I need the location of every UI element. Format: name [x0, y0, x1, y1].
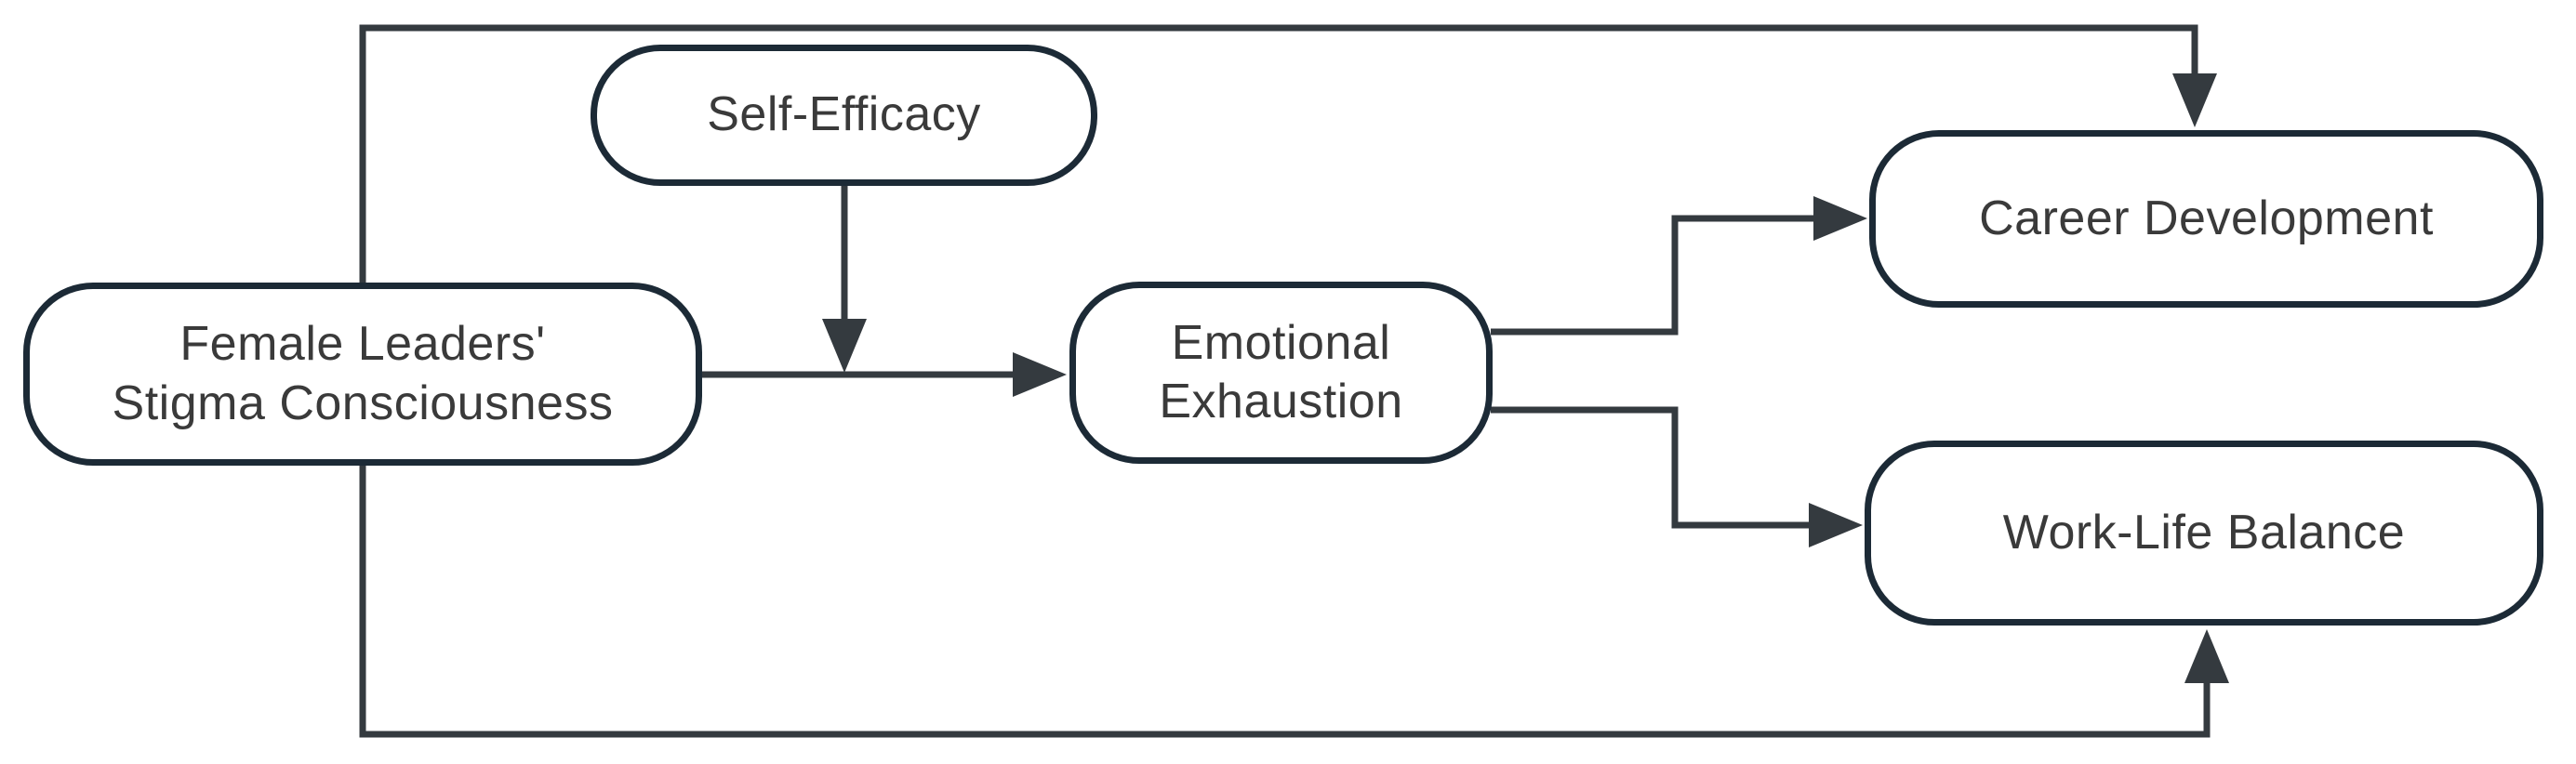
arrowhead-down-icon	[822, 319, 867, 373]
edge-emotional-to-career	[1491, 196, 1867, 336]
node-emotional-exhaustion: Emotional Exhaustion	[1069, 282, 1493, 464]
node-female-stigma-consciousness: Female Leaders' Stigma Consciousness	[23, 283, 702, 466]
node-label: Work-Life Balance	[2002, 505, 2406, 560]
node-self-efficacy: Self-Efficacy	[591, 45, 1097, 186]
edge-female-stigma-to-worklife	[359, 464, 2229, 738]
arrowhead-down-icon	[2172, 73, 2217, 127]
edge-female-stigma-to-career	[359, 24, 2217, 284]
arrowhead-up-icon	[2184, 629, 2229, 683]
node-career-development: Career Development	[1869, 130, 2543, 308]
node-label: Self-Efficacy	[707, 87, 981, 142]
edge-female-stigma-to-emotional	[700, 352, 1067, 397]
arrowhead-right-icon	[1813, 196, 1867, 241]
edge-self-efficacy-moderation	[822, 184, 867, 373]
node-work-life-balance: Work-Life Balance	[1865, 441, 2543, 626]
node-label-line1: Female Leaders'	[179, 317, 546, 372]
edge-emotional-to-worklife	[1491, 406, 1863, 547]
arrowhead-right-icon	[1013, 352, 1067, 397]
edge-line	[1491, 406, 1812, 529]
node-label-line2: Stigma Consciousness	[112, 375, 614, 430]
node-label-line1: Emotional	[1171, 315, 1391, 370]
node-label: Career Development	[1979, 191, 2434, 245]
edge-line	[359, 464, 2211, 738]
node-label-line2: Exhaustion	[1159, 375, 1403, 428]
edge-line	[359, 24, 2198, 284]
edge-line	[1491, 215, 1815, 336]
arrowhead-right-icon	[1809, 503, 1863, 547]
